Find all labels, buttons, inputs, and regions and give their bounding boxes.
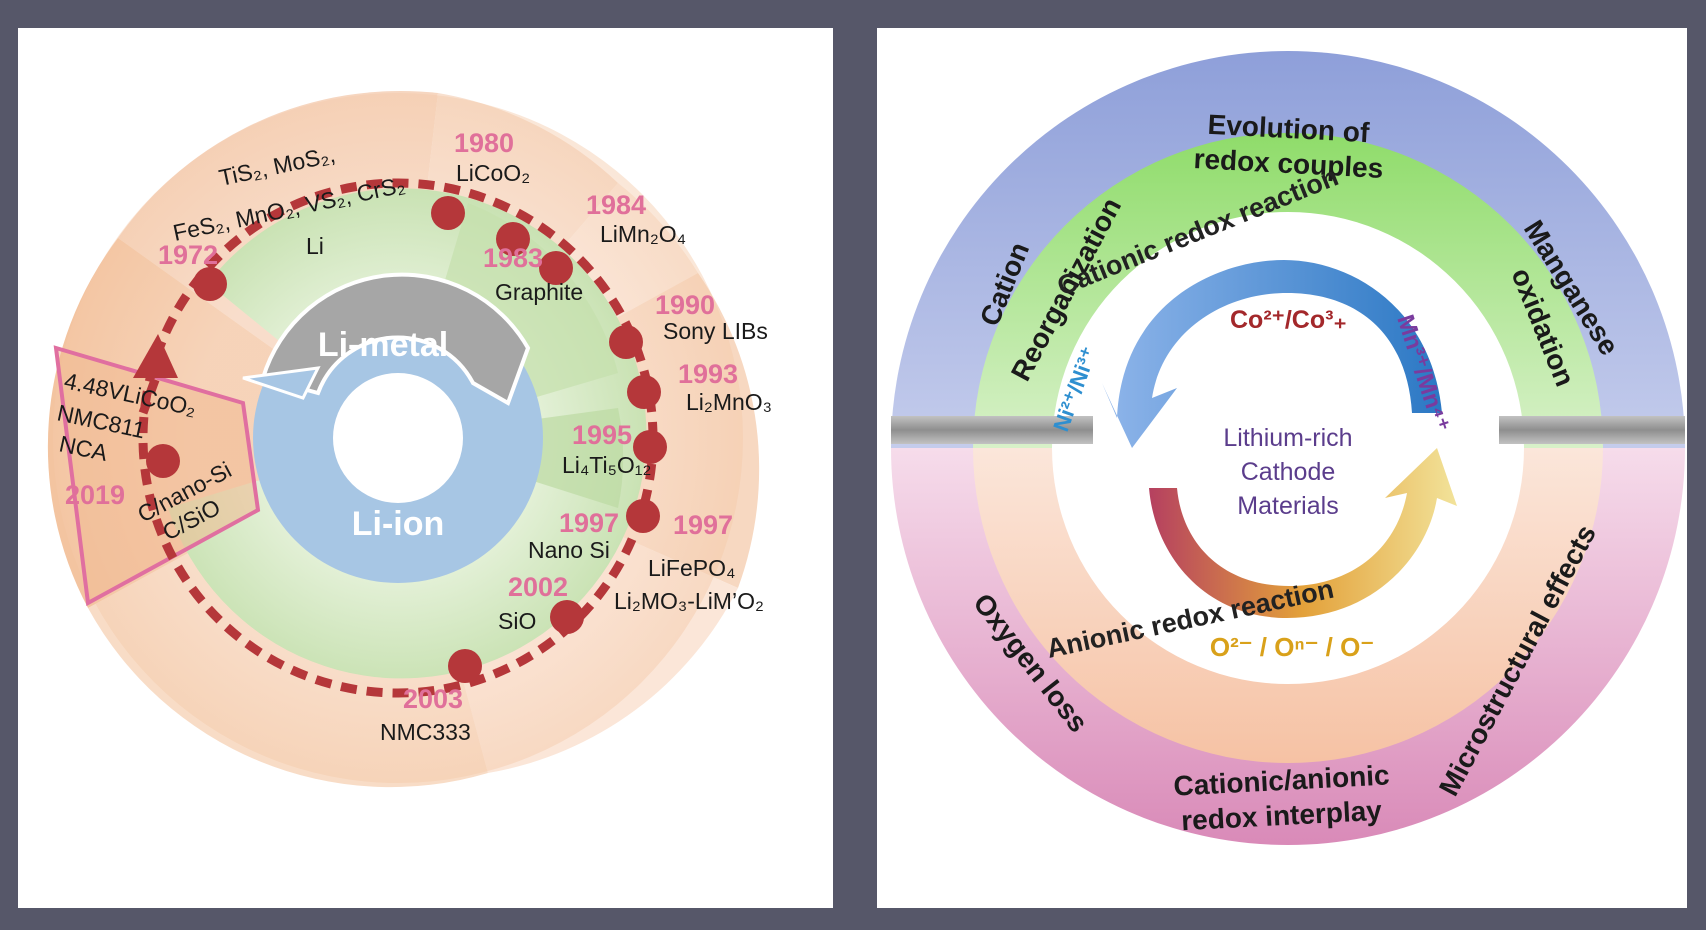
year-2002: 2002: [508, 572, 568, 602]
label-lifepo4: LiFePO₄: [648, 555, 735, 581]
label-li2mo3: Li₂MO₃-LiM’O₂: [614, 588, 764, 614]
timeline-panel: Li-metal Li-ion 1972 TiS₂, MoS₂, FeS₂, M…: [18, 28, 833, 908]
dot-2002: [550, 600, 584, 634]
milestone-dots: [146, 196, 667, 683]
li-metal-label: Li-metal: [318, 326, 448, 364]
upper-cycle-arrow: [1102, 260, 1442, 448]
label-sony: Sony LIBs: [663, 318, 768, 344]
dot-1995: [633, 430, 667, 464]
label-graphite: Graphite: [495, 279, 583, 305]
label-nmc333: NMC333: [380, 719, 471, 745]
dot-1984: [539, 251, 573, 285]
dot-2003: [448, 649, 482, 683]
year-1984: 1984: [586, 190, 646, 220]
battery-timeline-diagram: Li-metal Li-ion 1972 TiS₂, MoS₂, FeS₂, M…: [47, 90, 772, 788]
year-1972: 1972: [158, 240, 218, 270]
year-1980: 1980: [454, 128, 514, 158]
label-li4ti5o12: Li₄Ti₅O₁₂: [562, 452, 651, 478]
label-oxygen-species: O²⁻ / Oⁿ⁻ / O⁻: [1210, 632, 1374, 662]
center-line2: Cathode: [1241, 458, 1336, 486]
dot-1980: [431, 196, 465, 230]
label-sio: SiO: [498, 608, 536, 634]
year-1997a: 1997: [559, 508, 619, 538]
year-1995: 1995: [572, 420, 632, 450]
li-ion-arrowhead: [242, 366, 321, 400]
lithium-rich-cathode-diagram: Evolution of redox couples Cation Reorga…: [891, 51, 1685, 845]
year-1997b: 1997: [673, 510, 733, 540]
redox-panel: Evolution of redox couples Cation Reorga…: [877, 28, 1687, 908]
label-licoo2: LiCoO₂: [456, 160, 530, 186]
label-li: Li: [306, 233, 324, 259]
lower-cycle-arrow: [1149, 448, 1457, 618]
year-2003: 2003: [403, 684, 463, 714]
dot-1983: [496, 222, 530, 256]
dot-1997: [626, 499, 660, 533]
center-donut: [242, 272, 543, 583]
dot-1990: [609, 325, 643, 359]
label-li2mno3: Li₂MnO₃: [686, 389, 772, 415]
dot-1993: [627, 375, 661, 409]
center-line1: Lithium-rich: [1223, 424, 1352, 452]
li-metal-arrow: [260, 272, 531, 406]
year-2019: 2019: [65, 480, 125, 510]
center-line3: Materials: [1237, 492, 1338, 520]
year-1990: 1990: [655, 290, 715, 320]
timeline-arrowhead: [133, 334, 178, 378]
dot-1972: [193, 267, 227, 301]
label-limn2o4: LiMn₂O₄: [600, 221, 686, 247]
dot-2019: [146, 444, 180, 478]
label-co: Co²⁺/Co³₊: [1230, 306, 1347, 334]
li-ion-label: Li-ion: [352, 505, 445, 543]
year-1993: 1993: [678, 359, 738, 389]
year-1983: 1983: [483, 243, 543, 273]
label-nanosi: Nano Si: [528, 537, 610, 563]
